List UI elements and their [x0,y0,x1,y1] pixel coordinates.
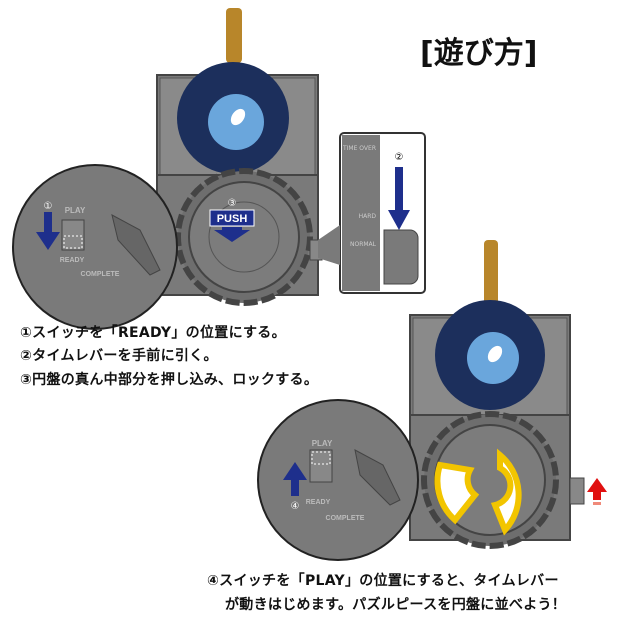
arrow-down-icon [36,212,60,250]
toy-device-play: PLAY READY COMPLETE ④ [257,240,607,561]
page-title: [遊び方] [420,36,538,71]
arrow-down-icon [388,167,410,230]
puzzle-piece [434,461,480,525]
complete-label: COMPLETE [81,271,120,278]
ready-label: READY [60,257,85,264]
step-1-text: ①スイッチを「READY」の位置にする。 [20,325,286,341]
marker-3: ③ [228,198,237,209]
step-4-text-line2: が動きはじめます。パズルピースを円盤に並べよう！ [225,597,567,613]
push-label: PUSH [217,213,248,225]
step-2-text: ②タイムレバーを手前に引く。 [20,348,218,364]
arrow-up-icon [587,478,607,505]
ready-label: READY [306,499,331,506]
toy-device-ready: PUSH ③ TIME OVER HARD NORMAL ② PLAY READ… [12,8,426,330]
arrow-up-icon [283,462,307,496]
complete-label: COMPLETE [326,515,365,522]
marker-4: ④ [291,501,300,512]
hard-label: HARD [359,213,377,220]
play-label: PLAY [65,206,86,215]
normal-label: NORMAL [350,241,377,248]
push-arrow-icon [214,227,250,242]
puzzle-piece [490,448,522,536]
hook-icon [484,240,498,305]
marker-2: ② [395,152,404,163]
marker-1: ① [44,201,53,212]
step-3-text: ③円盤の真ん中部分を押し込み、ロックする。 [20,372,319,388]
play-label: PLAY [312,439,333,448]
hook-icon [226,8,242,63]
time-over-label: TIME OVER [342,145,376,152]
step-4-text-line1: ④スイッチを「PLAY」の位置にすると、タイムレバー [207,573,559,589]
